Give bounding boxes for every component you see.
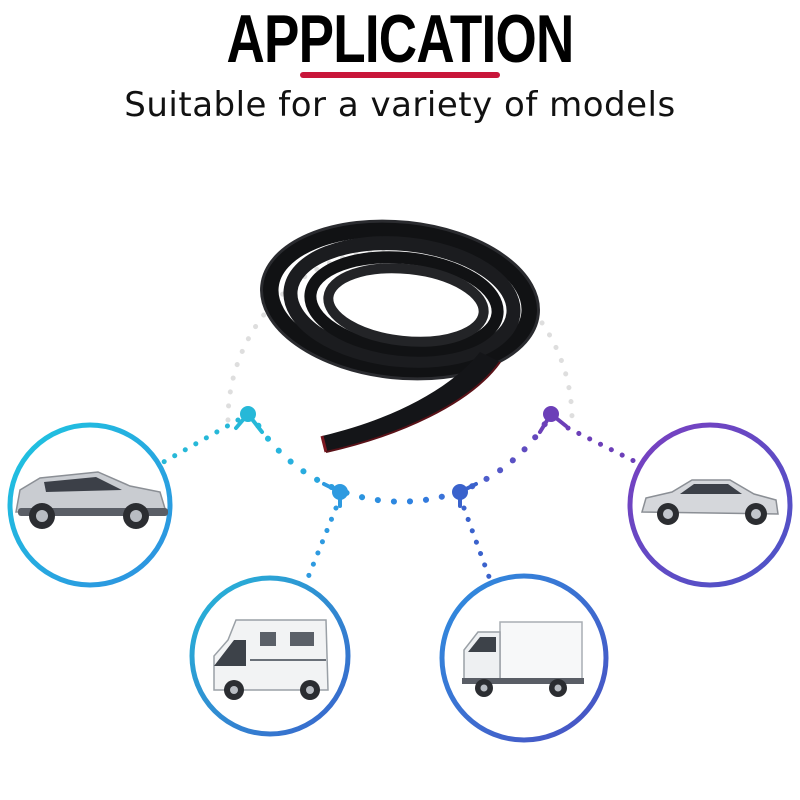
suv-icon	[15, 471, 168, 529]
title-underline	[300, 72, 500, 78]
vehicle-circle-motorhome	[189, 575, 351, 737]
connector-truck	[452, 482, 495, 588]
page-title: APPLICATION	[226, 1, 574, 77]
connector-motorhome	[302, 482, 348, 588]
page-subtitle: Suitable for a variety of models	[124, 85, 676, 125]
connector-sedan	[538, 406, 643, 467]
motorhome-icon	[213, 619, 329, 700]
connector-suv	[157, 406, 264, 467]
vehicle-circle-truck	[439, 573, 609, 743]
sedan-icon	[641, 479, 779, 525]
vehicle-circle-suv	[7, 422, 173, 588]
rubber-seal-strip-coil-icon	[260, 219, 540, 453]
vehicle-circle-sedan	[627, 422, 793, 588]
box-truck-icon	[462, 621, 584, 697]
